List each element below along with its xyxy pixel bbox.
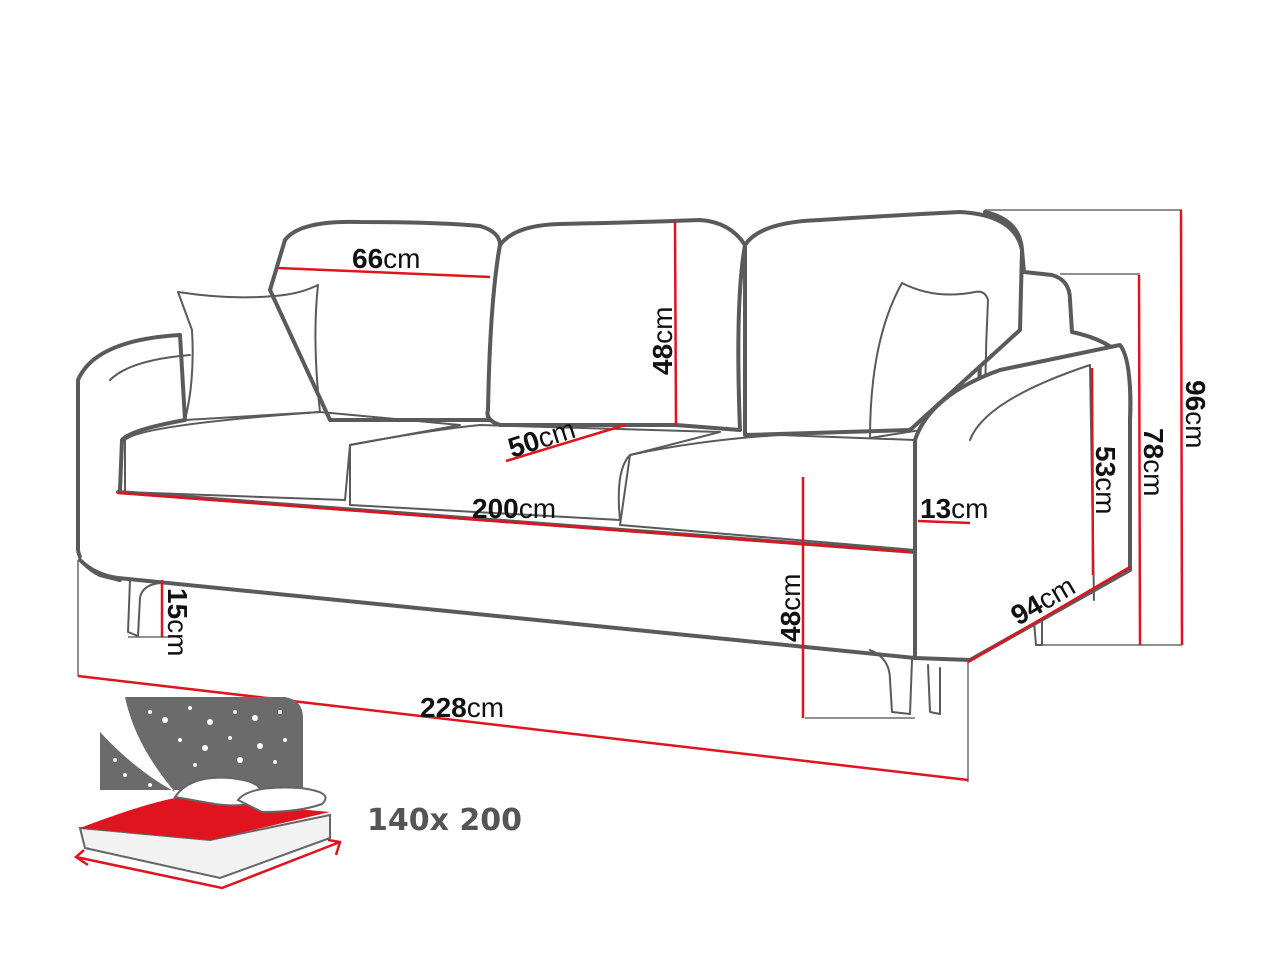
seat-cushion-right	[619, 434, 916, 551]
label-backrest-width: 66cm	[352, 243, 420, 274]
right-armrest	[913, 343, 1133, 662]
seat-cushion-left	[124, 411, 461, 501]
sofa-base	[78, 490, 917, 660]
label-seat-width: 200cm	[472, 493, 556, 524]
sleeping-bed-icon	[73, 697, 342, 890]
label-leg-height: 15cm	[162, 588, 193, 656]
leg-front-left	[127, 579, 161, 637]
back-cushion-center	[485, 218, 747, 432]
dimension-lines	[77, 209, 1184, 782]
label-seat-height: 48cm	[775, 574, 806, 642]
label-total-height: 96cm	[1180, 380, 1211, 448]
back-cushion-right	[743, 210, 1024, 437]
throw-pillow-left	[177, 284, 321, 421]
extension-lines	[77, 209, 1182, 782]
label-armrest-width: 13cm	[920, 493, 988, 524]
label-total-width: 228cm	[420, 692, 504, 723]
label-side-height: 78cm	[1138, 428, 1169, 496]
throw-pillow-right	[869, 282, 989, 439]
leg-back-right	[1033, 617, 1043, 646]
seat-cushion-center	[349, 424, 721, 521]
bed-size-label: 140x 200	[367, 803, 522, 838]
label-backrest-height: 48cm	[647, 307, 678, 375]
leg-front-right	[869, 649, 913, 715]
label-armrest-height: 53cm	[1090, 446, 1121, 514]
leg-front-right-2	[927, 664, 941, 715]
